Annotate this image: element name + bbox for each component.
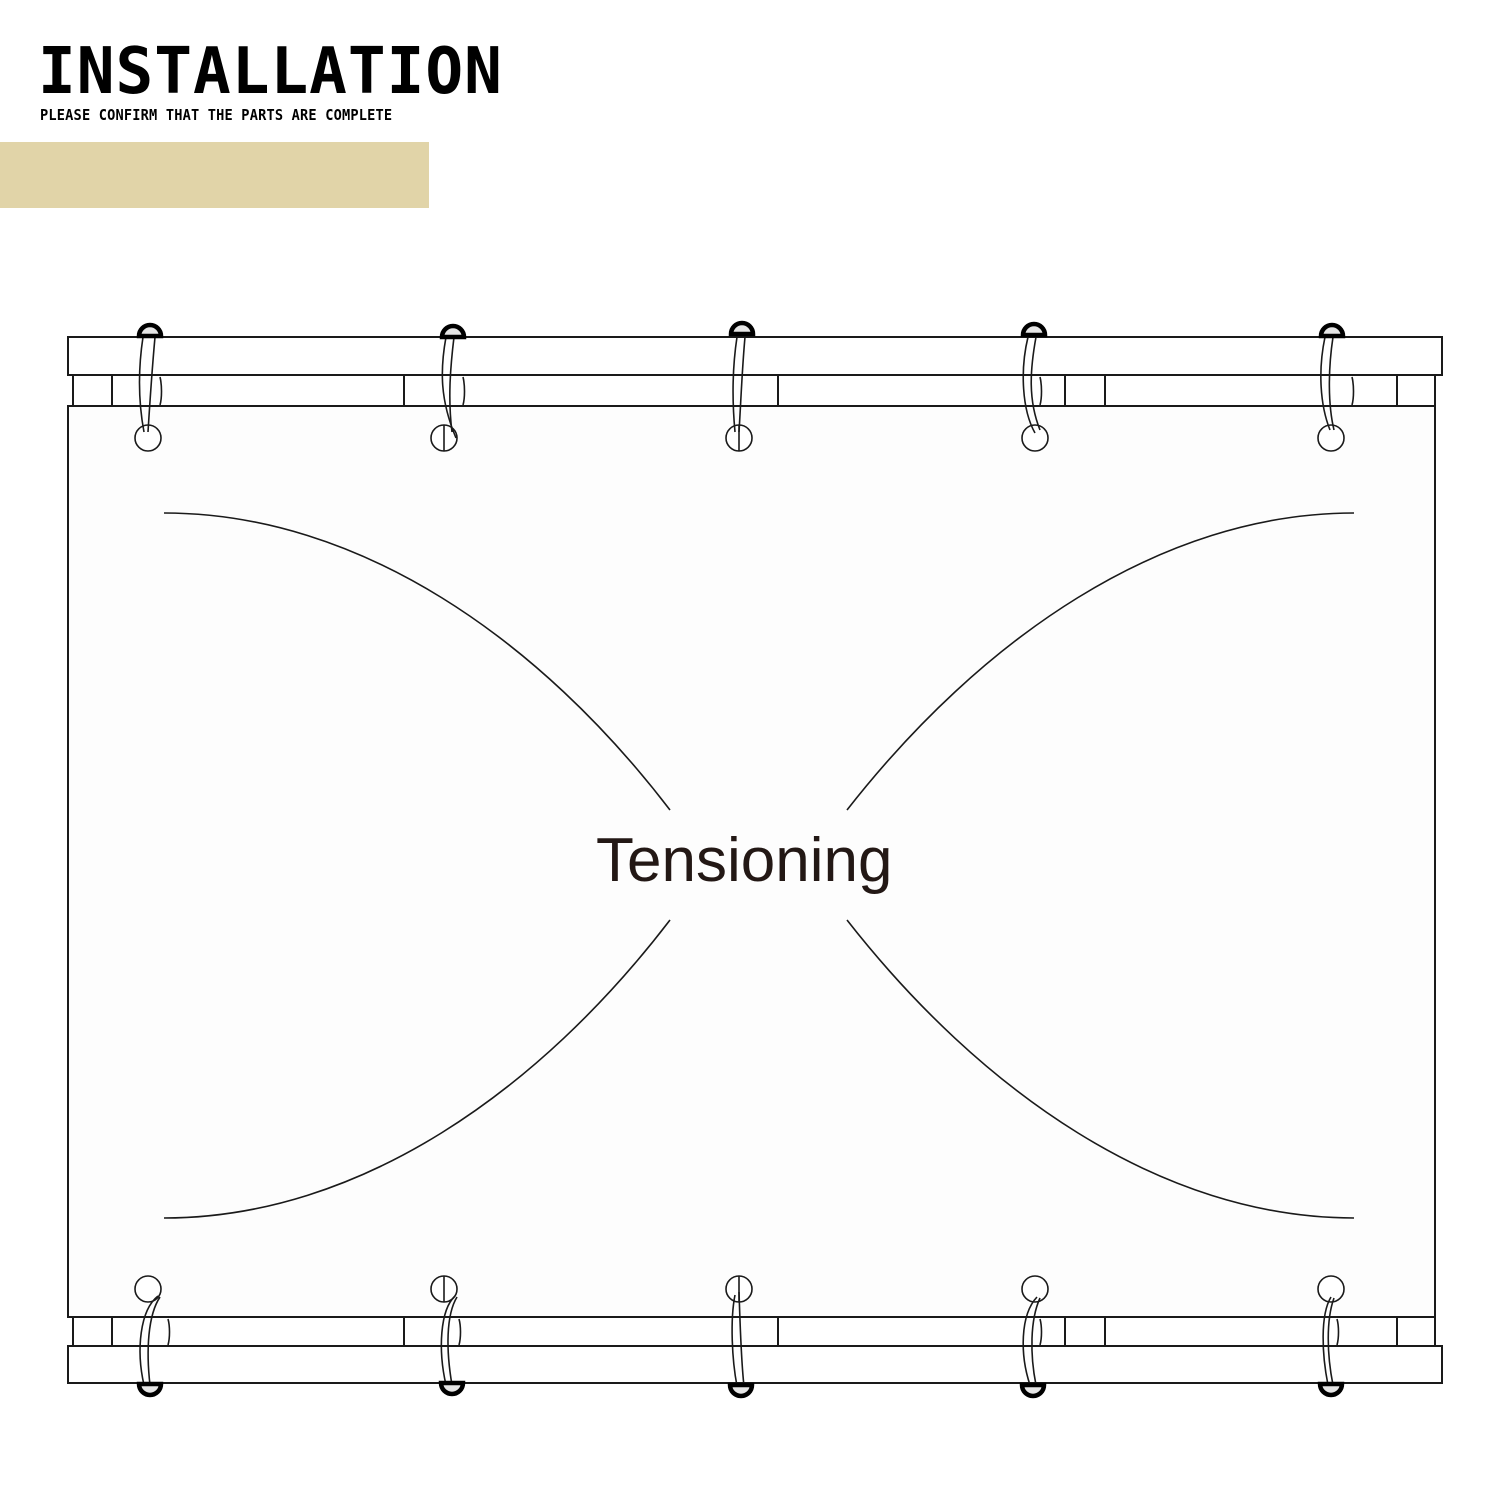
tie-ball-icon — [136, 1381, 164, 1398]
installation-title: INSTALLATION — [38, 35, 503, 109]
tie-ball-icon — [439, 323, 467, 340]
curve-bottom-right — [846, 919, 1355, 1219]
grommet-icon — [1021, 1275, 1049, 1303]
grommet-icon — [1317, 424, 1345, 452]
curve-top-left — [163, 512, 671, 811]
tension-curves — [163, 512, 1355, 1219]
curve-bottom-left — [163, 919, 671, 1219]
tie-ball-icon — [1019, 1382, 1047, 1399]
curve-top-right — [846, 512, 1355, 811]
grommet-icon — [134, 1275, 162, 1303]
shade-panel — [67, 405, 1436, 1318]
tie-ball-icon — [1317, 1381, 1345, 1398]
grommet-icon — [1021, 424, 1049, 452]
tie-ball-icon — [727, 1382, 755, 1399]
tie-ball-icon — [1020, 321, 1048, 338]
grommet-icon — [1317, 1275, 1345, 1303]
tie-ball-icon — [728, 320, 756, 337]
accent-bar — [0, 142, 429, 208]
installation-subtitle: PLEASE CONFIRM THAT THE PARTS ARE COMPLE… — [40, 106, 393, 124]
top-rail — [67, 336, 1443, 407]
bottom-bungee-ties — [139, 1291, 1340, 1387]
top-grommets — [134, 424, 1345, 452]
tie-ball-icon — [136, 322, 164, 339]
bottom-grommets — [134, 1275, 1345, 1303]
top-tie-balls — [136, 320, 1346, 340]
top-bungee-ties — [138, 336, 1355, 439]
bottom-rail — [67, 1316, 1443, 1384]
tie-ball-icon — [1318, 322, 1346, 339]
tensioning-label: Tensioning — [596, 826, 893, 895]
tie-ball-icon — [438, 1380, 466, 1397]
bottom-tie-balls — [136, 1380, 1345, 1399]
